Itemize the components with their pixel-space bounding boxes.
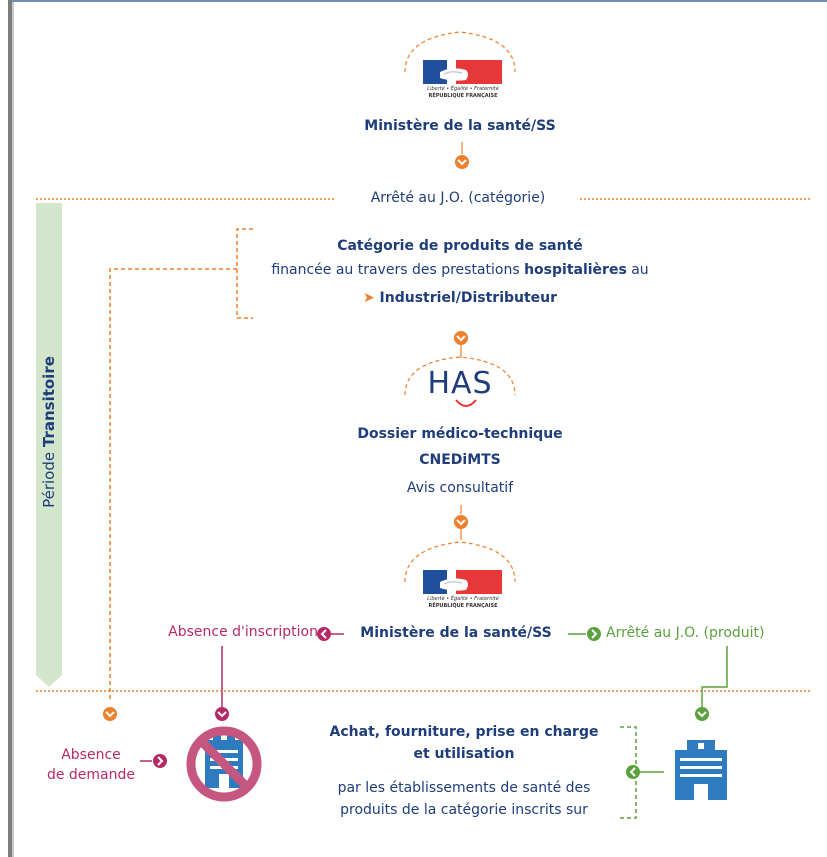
window-left-border-inner — [12, 0, 14, 857]
green-down-arrow-bottom — [695, 707, 709, 721]
achat-bracket — [620, 726, 664, 819]
categorie-line2-bold: hospitalières — [524, 262, 627, 278]
republic-motto-bottom: Liberté • Égalité • Fraternité — [427, 596, 499, 602]
periode-prefix: Période — [40, 447, 58, 508]
absence-inscription-label: Absence d'inscription — [168, 624, 318, 640]
magenta-down-arrow-bottom — [215, 707, 229, 721]
categorie-line2: financée au travers des prestations hosp… — [240, 262, 680, 278]
absence-demande-line2: de demande — [46, 767, 136, 783]
bottom-ministry-label: Ministère de la santé/SS — [360, 625, 552, 641]
republic-motto-top: Liberté • Égalité • Fraternité — [427, 86, 499, 92]
has-logo-swoosh — [455, 399, 477, 407]
periode-transitoire-band — [36, 203, 62, 687]
window-left-border — [8, 0, 12, 857]
republic-logo-bottom — [404, 541, 516, 594]
has-logo: HAS — [427, 366, 493, 401]
republic-logo-top — [404, 31, 516, 84]
green-connector — [701, 646, 728, 707]
top-ministry-label: Ministère de la santé/SS — [364, 118, 556, 134]
periode-bold: Transitoire — [40, 356, 58, 448]
right-arrow-arrete-produit — [568, 627, 601, 641]
achat-line4: produits de la catégorie inscrits sur — [340, 802, 588, 818]
achat-line2: et utilisation — [413, 746, 515, 762]
arrete-categorie-label: Arrêté au J.O. (catégorie) — [370, 190, 546, 206]
has-line1: Dossier médico-technique — [357, 426, 563, 442]
categorie-arrow — [454, 331, 468, 358]
chevron-right-icon: ➤ — [362, 290, 380, 306]
orange-down-arrow-bottom — [103, 707, 117, 721]
has-line3: Avis consultatif — [406, 480, 514, 496]
has-logo-arc — [404, 356, 516, 396]
categorie-line2-prefix: financée au travers des prestations — [271, 262, 525, 278]
window-top-border — [12, 0, 827, 2]
arrete-produit-label: Arrêté au J.O. (produit) — [606, 625, 765, 641]
hospital-prohibited-icon — [186, 726, 262, 802]
periode-transitoire-label: Période Transitoire — [40, 342, 58, 522]
has-line2: CNEDiMTS — [419, 452, 501, 468]
left-arrow-achat — [626, 765, 640, 779]
categorie-bracket — [109, 228, 253, 700]
achat-line3: par les établissements de santé des — [337, 780, 591, 796]
hospital-icon — [675, 740, 727, 800]
has-arrow — [454, 505, 468, 540]
achat-line1: Achat, fourniture, prise en charge — [329, 724, 599, 740]
categorie-title: Catégorie de produits de santé — [337, 238, 583, 254]
republic-name-bottom: RÉPUBLIQUE FRANÇAISE — [428, 603, 498, 609]
categorie-line3: ➤ Industriel/Distributeur — [300, 290, 620, 306]
republic-name-top: RÉPUBLIQUE FRANÇAISE — [428, 93, 498, 99]
left-arrow-absence-inscription — [317, 627, 344, 641]
absence-demande-line1: Absence — [61, 747, 121, 763]
industriel-distributeur-label: Industriel/Distributeur — [379, 290, 558, 306]
categorie-line2-suffix: au — [626, 262, 649, 278]
right-arrow-absence-demande — [140, 754, 167, 768]
republic-logo-top-arrow — [455, 142, 469, 169]
